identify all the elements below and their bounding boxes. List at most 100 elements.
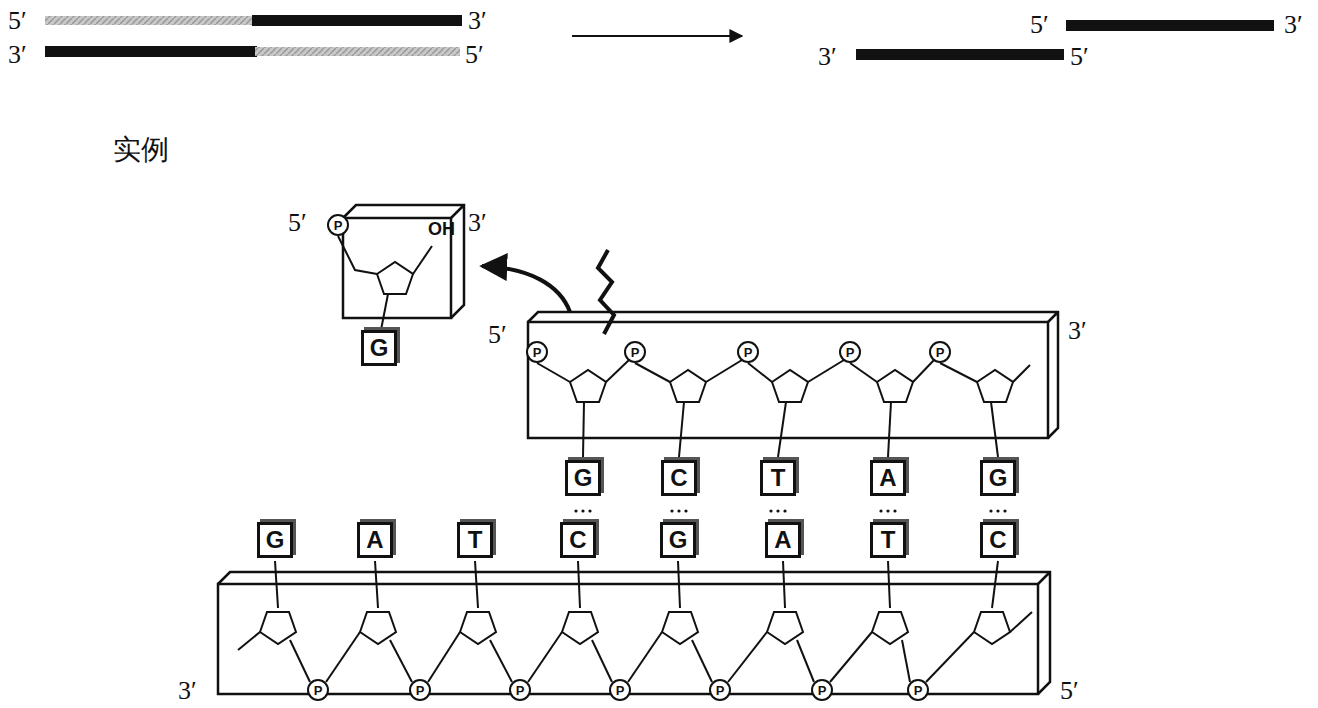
base-letter: C [670, 466, 687, 490]
hbond-dot [769, 509, 772, 512]
sugar-stroke [692, 640, 712, 682]
phosphate-label: P [631, 346, 640, 359]
sugar-stroke [326, 632, 360, 682]
release-arrow [482, 266, 570, 312]
sugar-stroke [528, 632, 562, 682]
base-letter: T [771, 466, 786, 490]
phosphate-circle: P [327, 214, 349, 236]
base-letter: G [669, 528, 688, 552]
gray-strand [255, 47, 460, 56]
sugar-stroke [562, 612, 598, 644]
phosphate-circle: P [409, 679, 431, 701]
sugar-stroke [260, 612, 296, 644]
nucleotide-box [343, 205, 464, 318]
hbond-dot [677, 509, 680, 512]
backbone-strokes [238, 236, 1032, 682]
phosphate-circle: P [624, 341, 646, 363]
hbond-dot [989, 509, 992, 512]
sugar-stroke [475, 561, 478, 608]
sugar-stroke [428, 632, 460, 682]
base-box: C [661, 460, 697, 496]
hbond-dot [776, 509, 779, 512]
phosphate-label: P [533, 346, 542, 359]
sugar-stroke [902, 640, 910, 682]
base-letter: T [881, 528, 896, 552]
sugar-stroke [275, 561, 278, 608]
black-strand [45, 46, 257, 57]
sugar-stroke [381, 294, 388, 330]
sugar-stroke [460, 612, 496, 644]
end-label: 5′ [1070, 44, 1089, 70]
base-letter: G [266, 528, 285, 552]
sugar-stroke [413, 246, 432, 274]
end-label: 3′ [468, 8, 487, 34]
sugar-stroke [974, 612, 1010, 644]
base-box: G [980, 460, 1016, 496]
base-letter: G [574, 466, 593, 490]
phosphate-label: P [818, 684, 827, 697]
base-box: G [565, 460, 601, 496]
sugar-stroke [377, 262, 413, 294]
sugar-stroke [706, 360, 742, 382]
sugar-stroke [797, 640, 814, 682]
hbond-dot [684, 509, 687, 512]
end-label: 5′ [288, 210, 307, 236]
base-box: A [870, 460, 906, 496]
base-letter: A [879, 466, 896, 490]
base-letter: G [989, 466, 1008, 490]
sugar-stroke [888, 402, 891, 457]
base-letter: A [774, 528, 791, 552]
black-strand [252, 15, 462, 26]
sugar-stroke [850, 363, 877, 382]
phosphate-label: P [914, 684, 923, 697]
sugar-stroke [606, 360, 629, 382]
base-box: G [660, 522, 696, 558]
base-letter: G [370, 336, 389, 360]
sugar-stroke [977, 370, 1013, 402]
sugar-stroke [767, 612, 803, 644]
sugar-stroke [728, 632, 767, 682]
end-label: 3′ [818, 44, 837, 70]
sugar-stroke [679, 402, 684, 457]
sugar-stroke [913, 360, 934, 382]
phosphate-label: P [936, 346, 945, 359]
phosphate-label: P [744, 346, 753, 359]
sugar-stroke [628, 632, 662, 682]
phosphate-circle: P [526, 341, 548, 363]
end-label: 3′ [8, 42, 27, 68]
sugar-stroke [578, 561, 580, 608]
sugar-stroke [375, 561, 378, 608]
sugar-stroke [783, 561, 785, 608]
sugar-stroke [940, 363, 977, 382]
sugar-stroke [338, 236, 377, 274]
sugar-stroke [360, 612, 396, 644]
base-letter: A [366, 528, 383, 552]
end-label: 5′ [1030, 12, 1049, 38]
sugar-stroke [592, 640, 612, 682]
hbond-dot [588, 509, 591, 512]
base-box: T [457, 522, 493, 558]
black-strand [1066, 20, 1274, 31]
sugar-stroke [991, 402, 998, 457]
base-box: A [357, 522, 393, 558]
hbond-dot [996, 509, 999, 512]
end-label: 5′ [465, 42, 484, 68]
base-box: G [257, 522, 293, 558]
sugar-stroke [678, 561, 680, 608]
sugar-stroke [748, 363, 772, 382]
end-label: 3′ [468, 210, 487, 236]
sugar-stroke [238, 632, 260, 650]
sugar-stroke [872, 612, 908, 644]
hbond-dot [1003, 509, 1006, 512]
hbond-dot [670, 509, 673, 512]
sugar-stroke [662, 612, 698, 644]
process-arrow [572, 35, 742, 37]
sugar-stroke [877, 370, 913, 402]
sugar-stroke [537, 363, 570, 382]
sugar-stroke [570, 370, 606, 402]
sugar-stroke [583, 402, 584, 457]
hbond-dot [879, 509, 882, 512]
phosphate-label: P [616, 684, 625, 697]
end-label: 3′ [1284, 12, 1303, 38]
